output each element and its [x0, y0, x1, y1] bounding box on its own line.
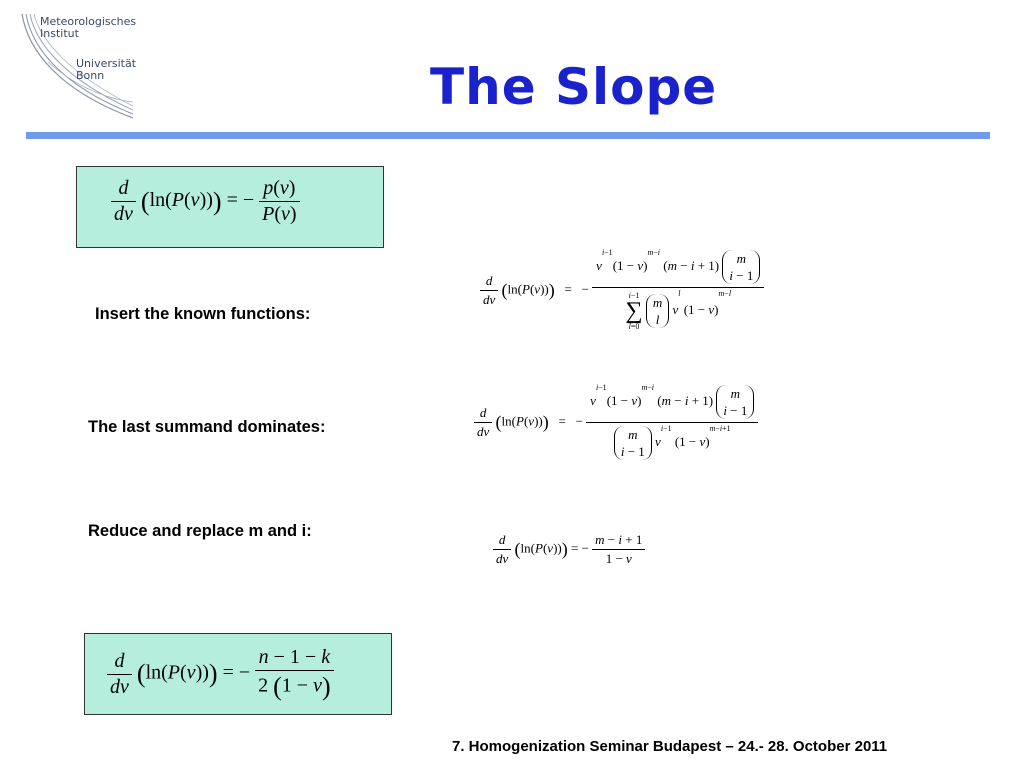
- university-logo: Meteorologisches Institut Universität Bo…: [18, 10, 148, 125]
- label-insert: Insert the known functions:: [95, 305, 311, 323]
- slide-footer: 7. Homogenization Seminar Budapest – 24.…: [452, 738, 888, 755]
- slide-title: The Slope: [430, 58, 718, 116]
- logo-line-2: Institut: [40, 27, 79, 40]
- logo-line-3: Universität: [76, 57, 137, 70]
- label-dominates: The last summand dominates:: [88, 418, 326, 436]
- logo-swoosh-icon: [21, 13, 134, 119]
- logo-line-4: Bonn: [76, 69, 105, 82]
- label-reduce: Reduce and replace m and i:: [88, 522, 312, 540]
- logo-line-1: Meteorologisches: [40, 15, 137, 28]
- title-divider: [26, 132, 990, 139]
